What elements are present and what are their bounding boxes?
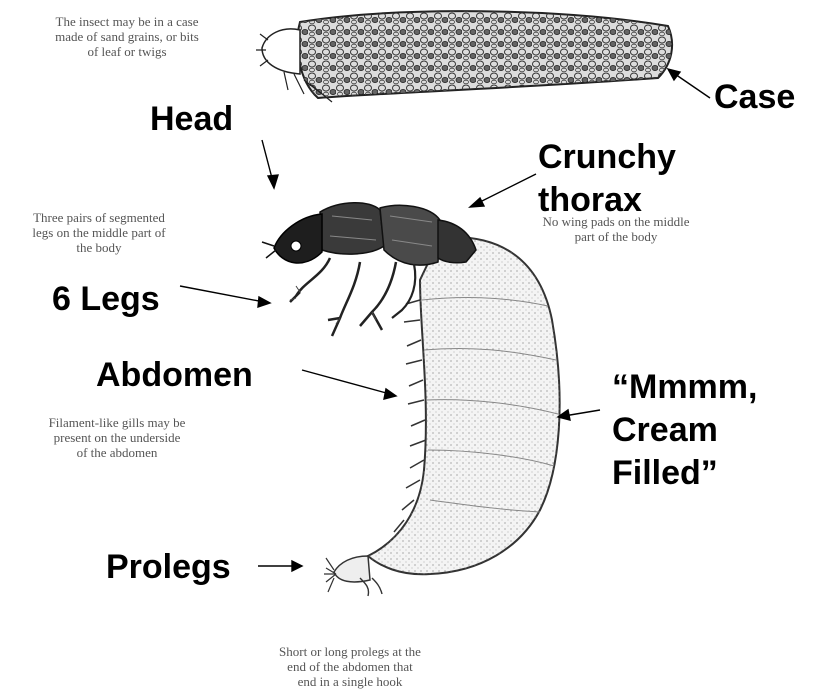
case-illustration [256,11,672,102]
cream-arrow [558,410,600,420]
abdomen-arrow [302,370,396,399]
prolegs-note: Short or long prolegs at the end of the … [250,644,450,689]
legs-note: Three pairs of segmented legs on the mid… [4,210,194,255]
case-arrow [668,69,710,98]
cream-filled-label: “Mmmm, Cream Filled” [612,366,757,495]
legs-label: 6 Legs [52,280,160,318]
prolegs-label: Prolegs [106,548,231,586]
legs-arrow [180,286,270,307]
head-arrow [262,140,278,188]
case-note: The insect may be in a case made of sand… [28,14,226,59]
larva-body-illustration [262,203,560,596]
thorax-arrow [470,174,536,207]
prolegs-arrow [258,561,302,571]
abdomen-label: Abdomen [96,356,253,394]
head-label: Head [150,100,233,138]
case-label: Case [714,78,795,116]
thorax-label: Crunchy thorax [538,136,676,222]
gills-note: Filament-like gills may be present on th… [26,415,208,460]
